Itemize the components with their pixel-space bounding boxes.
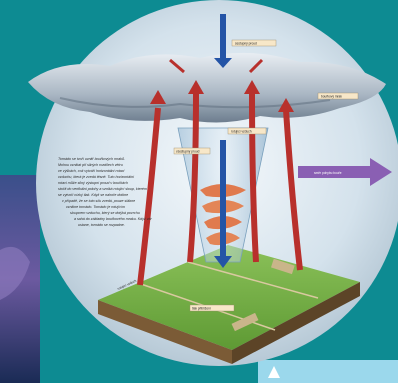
label-cloud: bouřkový mrak <box>321 95 342 99</box>
label-center: rotující vzduch <box>231 130 252 134</box>
paragraph-line: ustane, tornádo se rozpadne. <box>78 223 125 227</box>
paragraph-line: stočit do vertikální polohy a vzniká rot… <box>58 187 147 191</box>
paragraph-line: ve výškách, což vytváří horizontální rot… <box>58 169 125 173</box>
label-updraft: vzestupný proud <box>176 150 200 154</box>
paragraph-line: a sahá do základny bouřkového mraku. Kdy… <box>74 217 153 221</box>
paragraph-line: vznikne tornádo. Tornádo je rotujícím <box>66 205 125 209</box>
label-top-arrow: sestupný proud <box>235 42 257 46</box>
paragraph-line: se vytvoří nízký tlak. Když se nahoře do… <box>58 193 128 197</box>
paragraph-line: Mohou vznikat při silných rozdílech větr… <box>58 163 123 167</box>
paragraph-line: rotaci může silný výstupní proud v bouřk… <box>58 181 128 185</box>
paragraph-line: vzduchu, která je zvedá těsně. Tuto hori… <box>58 175 135 179</box>
label-wind: směr pohybu bouře <box>314 171 342 175</box>
corner-panel <box>258 360 398 383</box>
paragraph-line: v případě, že se tuto sílu zvedá, pouze … <box>62 199 135 203</box>
paragraph-line: sloupcem vzduchu, který se dotýká povrch… <box>70 211 140 215</box>
label-ground-2: tlak přiblížení <box>192 307 211 311</box>
paragraph-line: Tornádo se tvoří uvnitř bouřkových mraků… <box>58 157 125 161</box>
